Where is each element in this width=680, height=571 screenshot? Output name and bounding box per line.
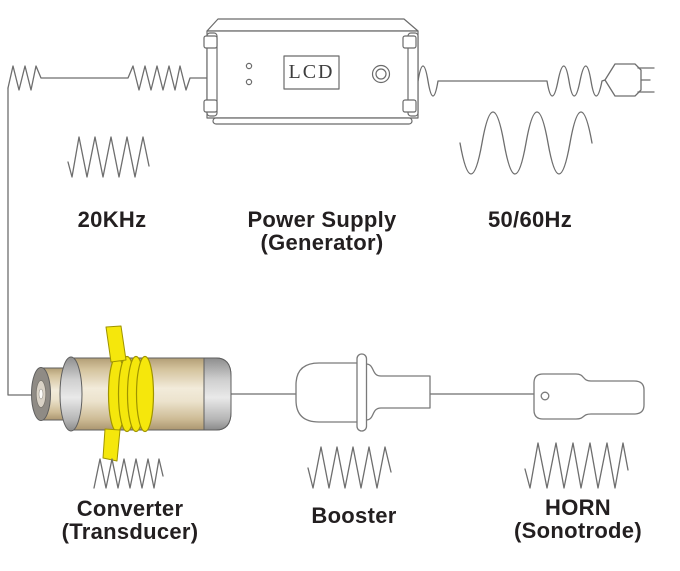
hf-cable-left	[7, 65, 537, 396]
psu-knob-inner	[375, 68, 387, 80]
label-horn-line1: HORN	[545, 495, 611, 520]
hf-wave-booster-icon	[307, 446, 392, 489]
power-supply-unit	[203, 18, 419, 125]
horn-unit	[533, 373, 645, 420]
label-converter-line1: Converter	[76, 496, 184, 521]
psu-indicator-led-top	[245, 62, 253, 70]
label-power-supply-line1: Power Supply	[247, 207, 397, 232]
hf-cable-drop-line	[7, 87, 32, 396]
label-converter: Converter (Transducer)	[30, 497, 230, 543]
booster-neck	[365, 363, 431, 421]
waveform-icons	[67, 111, 629, 489]
label-booster: Booster	[311, 503, 397, 528]
converter-step-disc	[59, 356, 83, 432]
psu-left-rail	[206, 32, 218, 117]
booster-flange	[356, 353, 368, 432]
mains-cord	[417, 63, 655, 97]
converter-coil	[107, 355, 155, 433]
converter-stud-face-dot	[38, 388, 44, 400]
hf-wave-converter-icon	[93, 458, 164, 489]
hf-cable-zigzag-top	[7, 65, 208, 91]
converter-strap-top	[105, 325, 127, 363]
psu-indicator-led-bottom	[245, 78, 253, 86]
label-power-supply: Power Supply (Generator)	[217, 208, 427, 254]
psu-right-tab-top	[402, 35, 417, 49]
converter-coil-ring	[135, 355, 155, 433]
psu-top-panel	[206, 18, 419, 32]
psu-left-tab-top	[203, 35, 218, 49]
label-horn-line2: (Sonotrode)	[514, 518, 642, 543]
booster-body	[295, 362, 360, 423]
mains-plug-prongs-icon	[637, 67, 655, 93]
label-converter-line2: (Transducer)	[61, 519, 199, 544]
psu-left-tab-bottom	[203, 99, 218, 113]
label-20khz: 20KHz	[77, 207, 147, 232]
hf-wave-20khz-icon	[67, 136, 150, 178]
label-50-60hz: 50/60Hz	[487, 207, 573, 232]
converter-unit	[31, 325, 232, 462]
mains-plug-icon	[604, 63, 642, 97]
converter-strap-bottom	[102, 428, 121, 462]
mains-cord-wave	[417, 65, 606, 97]
psu-lcd-panel	[283, 55, 340, 90]
hf-wave-horn-icon	[524, 442, 629, 489]
booster-unit	[295, 353, 431, 432]
horn-body	[533, 373, 645, 420]
label-horn: HORN (Sonotrode)	[488, 496, 668, 542]
label-power-supply-line2: (Generator)	[260, 230, 384, 255]
horn-hole	[540, 391, 550, 401]
converter-end-cap	[203, 357, 232, 431]
mains-sine-wave-icon	[459, 111, 593, 175]
psu-right-tab-bottom	[402, 99, 417, 113]
psu-base	[212, 117, 413, 125]
psu-right-rail	[407, 32, 419, 117]
lcd-display-text: LCD	[288, 61, 335, 83]
